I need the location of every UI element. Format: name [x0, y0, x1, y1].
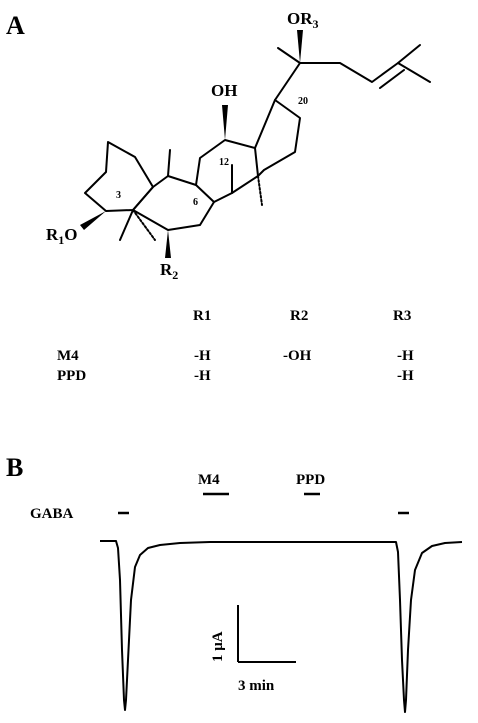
methyl-c4b: [132, 209, 156, 241]
r2-wedge: [165, 230, 171, 258]
table-header-r1: R1: [193, 308, 211, 324]
scale-bar-vertical-label: 1 μA: [210, 631, 226, 662]
r1o-wedge: [80, 211, 106, 230]
scale-bar-horizontal-label: 3 min: [238, 678, 275, 694]
panel-b-letter: B: [6, 453, 23, 482]
position-6: 6: [193, 197, 198, 208]
table-row-ppd-r3: -H: [397, 368, 414, 384]
methyl-c14: [257, 175, 263, 206]
double-bond: [379, 69, 405, 89]
position-20: 20: [298, 96, 308, 107]
or3-label: OR3: [287, 9, 319, 31]
ring-d: [254, 99, 301, 177]
oh-label: OH: [211, 81, 237, 100]
methyl-c20: [277, 47, 301, 64]
recording-labels: M4 PPD GABA: [30, 472, 409, 522]
table-row-ppd-r1: -H: [194, 368, 211, 384]
side-chain: [274, 62, 431, 101]
methyl-c10: [167, 149, 171, 177]
current-trace: [100, 540, 463, 713]
scale-bar: 1 μA 3 min: [210, 605, 296, 694]
table-row-m4-r2: -OH: [283, 348, 312, 364]
position-12: 12: [219, 157, 229, 168]
table-header-r2: R2: [290, 308, 308, 324]
chemical-structure: OH OR3 R1O R2 3 6 12 20: [46, 9, 431, 282]
or3-wedge: [297, 30, 303, 63]
gaba-label: GABA: [30, 506, 74, 522]
ppd-label: PPD: [296, 472, 325, 488]
m4-label: M4: [198, 472, 220, 488]
table-row-ppd-name: PPD: [57, 368, 86, 384]
substituent-table: R1 R2 R3 M4 -H -OH -H PPD -H -H: [57, 308, 414, 384]
panel-a-letter: A: [6, 11, 25, 40]
r2-label: R2: [160, 260, 178, 282]
table-row-m4-r3: -H: [397, 348, 414, 364]
table-row-m4-r1: -H: [194, 348, 211, 364]
table-header-r3: R3: [393, 308, 411, 324]
r1o-label: R1O: [46, 225, 78, 247]
position-3: 3: [116, 190, 121, 201]
oh-wedge: [222, 105, 228, 140]
side-chain-terminal: [397, 44, 421, 64]
table-row-m4-name: M4: [57, 348, 79, 364]
methyl-c4a: [119, 209, 134, 241]
ring-b: [132, 175, 215, 231]
